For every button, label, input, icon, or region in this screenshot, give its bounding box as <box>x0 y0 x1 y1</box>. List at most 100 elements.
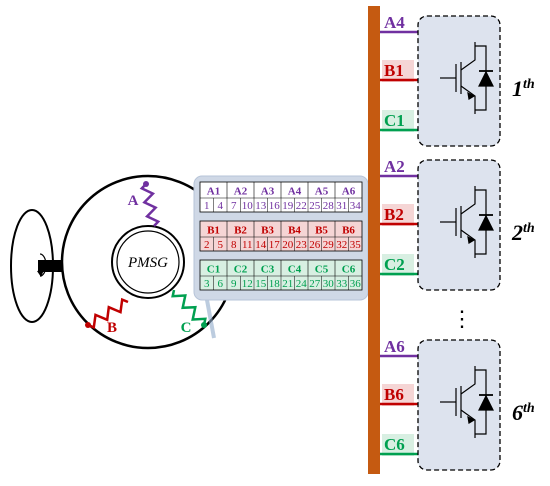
dc-busbar <box>368 6 380 474</box>
table-slot: 14 <box>255 239 267 251</box>
turbine-hub <box>10 209 68 323</box>
winding-c: C <box>171 289 207 336</box>
tap-label-b: B6 <box>384 385 404 404</box>
table-slot: 29 <box>323 239 335 251</box>
table-slot: 31 <box>336 200 347 212</box>
table-slot: 10 <box>242 200 254 212</box>
module-ellipsis: ⋮ <box>451 306 473 331</box>
terminal-b-label: B <box>107 320 117 336</box>
generator: PMSG A B C <box>60 174 236 350</box>
table-header-b2: B2 <box>234 225 247 237</box>
table-slot: 26 <box>309 239 321 251</box>
rotor-inner <box>116 230 180 294</box>
table-header-b6: B6 <box>342 225 355 237</box>
table-slot: 21 <box>282 278 293 290</box>
table-header-c3: C3 <box>261 264 275 276</box>
table-slot: 2 <box>204 239 210 251</box>
terminal-a-label: A <box>128 193 139 209</box>
table-header-c4: C4 <box>288 264 302 276</box>
table-slot: 12 <box>242 278 253 290</box>
table-slot: 16 <box>269 200 281 212</box>
tap-highlight <box>382 254 414 276</box>
winding-c-coil <box>171 289 207 326</box>
table-header-b5: B5 <box>315 225 328 237</box>
table-slot: 30 <box>323 278 335 290</box>
tap-highlight <box>382 384 414 406</box>
table-header-b1: B1 <box>207 225 220 237</box>
converter-ordinal-label: 2th <box>511 220 535 245</box>
converter-box <box>417 159 501 291</box>
table-slot: 9 <box>231 278 237 290</box>
tap-label-c: C2 <box>384 255 405 274</box>
table-slot: 18 <box>269 278 281 290</box>
rotation-arrowhead-icon <box>37 270 44 277</box>
table-slot: 5 <box>218 239 224 251</box>
tap-label-b: B2 <box>384 205 404 224</box>
winding-b: B <box>85 297 129 336</box>
table-slot: 11 <box>242 239 253 251</box>
table-slot: 27 <box>309 278 321 290</box>
converter-box <box>417 15 501 147</box>
table-header-a1: A1 <box>207 186 220 198</box>
tap-highlight <box>382 204 414 226</box>
table-slot: 20 <box>282 239 294 251</box>
converter-ordinal-label: 6th <box>512 400 535 425</box>
table-slot: 23 <box>296 239 308 251</box>
table-header-b4: B4 <box>288 225 301 237</box>
winding-a-coil <box>139 183 161 227</box>
table-header-a2: A2 <box>234 186 248 198</box>
table-slot: 35 <box>350 239 362 251</box>
tap-label-c: C1 <box>384 111 405 130</box>
converter-ordinal-label: 1th <box>512 76 535 101</box>
igbt-diode-icon <box>440 42 494 114</box>
table-slot: 28 <box>323 200 335 212</box>
tap-highlight <box>382 60 414 82</box>
table-header-a5: A5 <box>315 186 329 198</box>
tap-label-a: A6 <box>384 337 405 356</box>
rotation-arrow-icon <box>39 253 47 277</box>
table-slot: 22 <box>296 200 307 212</box>
table-slot: 7 <box>231 200 237 212</box>
table-slot: 15 <box>255 278 267 290</box>
table-header-c5: C5 <box>315 264 329 276</box>
tap-label-a: A4 <box>384 13 405 32</box>
table-slot: 36 <box>350 278 362 290</box>
table-header-c6: C6 <box>342 264 356 276</box>
table-slot: 24 <box>296 278 308 290</box>
winding-b-coil <box>87 297 129 330</box>
table-slot: 19 <box>282 200 294 212</box>
igbt-diode-icon <box>440 366 494 438</box>
converter-box <box>417 339 501 471</box>
table-header-c2: C2 <box>234 264 248 276</box>
terminal-c-label: C <box>181 320 192 336</box>
table-header-a6: A6 <box>342 186 356 198</box>
table-slot: 25 <box>309 200 321 212</box>
tap-label-c: C6 <box>384 435 405 454</box>
generator-label: PMSG <box>127 255 168 271</box>
table-slot: 33 <box>336 278 348 290</box>
tap-label-a: A2 <box>384 157 405 176</box>
table-slot: 32 <box>336 239 347 251</box>
table-slot: 34 <box>350 200 362 212</box>
tap-highlight <box>382 110 414 132</box>
table-slot: 6 <box>218 278 224 290</box>
igbt-diode-icon <box>440 186 494 258</box>
table-slot: 17 <box>269 239 281 251</box>
table-slot: 8 <box>231 239 237 251</box>
table-header-a3: A3 <box>261 186 275 198</box>
table-slot: 1 <box>204 200 210 212</box>
tap-label-b: B1 <box>384 61 404 80</box>
table-slot: 3 <box>204 278 210 290</box>
table-slot: 13 <box>255 200 267 212</box>
table-header-a4: A4 <box>288 186 302 198</box>
winding-a: A <box>128 181 161 227</box>
